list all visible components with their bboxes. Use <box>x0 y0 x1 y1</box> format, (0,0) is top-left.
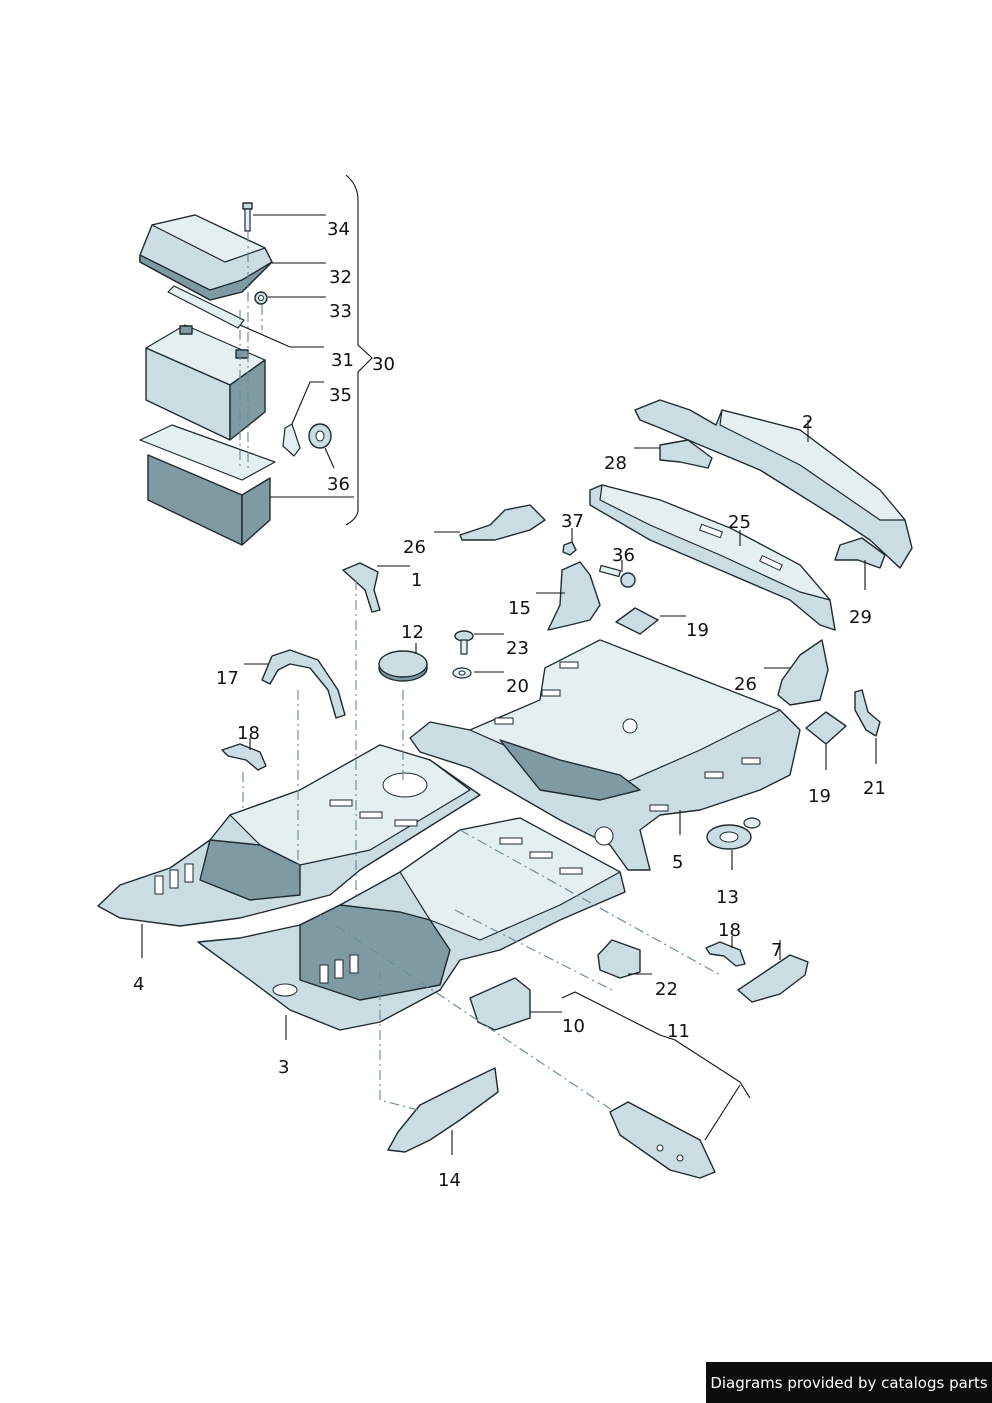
nut-33[interactable] <box>254 291 268 305</box>
credit-banner: Diagrams provided by catalogs parts <box>706 1362 992 1403</box>
callout-5: 5 <box>672 852 683 873</box>
callout-18-right: 18 <box>718 920 741 941</box>
hold-down-strip-31[interactable] <box>167 285 245 329</box>
bracket-1[interactable] <box>342 562 381 613</box>
clip-18-right[interactable] <box>705 941 746 967</box>
callout-31: 31 <box>331 350 354 371</box>
member-14[interactable] <box>387 1067 499 1153</box>
rear-panel-25[interactable] <box>589 484 836 631</box>
battery-31[interactable] <box>145 324 266 441</box>
battery-tray-36[interactable] <box>139 424 276 546</box>
callout-19-upper: 19 <box>686 620 709 641</box>
callout-36-bolt: 36 <box>612 545 635 566</box>
callout-7: 7 <box>771 940 782 961</box>
floor-4-ribs <box>154 799 418 895</box>
strap-17[interactable] <box>261 649 346 719</box>
plug-12[interactable] <box>378 650 428 682</box>
vent-hose-35[interactable] <box>282 423 301 457</box>
plate-19-upper[interactable] <box>615 607 659 635</box>
callout-32: 32 <box>329 267 352 288</box>
screw-23[interactable] <box>454 630 474 655</box>
floor-3-ribs <box>319 837 583 984</box>
callout-1: 1 <box>411 570 422 591</box>
callout-26-lower: 26 <box>734 674 757 695</box>
callout-37: 37 <box>561 511 584 532</box>
callout-35: 35 <box>329 385 352 406</box>
washer-20[interactable] <box>452 667 472 679</box>
clip-18-left[interactable] <box>221 743 267 771</box>
rear-crossmember-2[interactable] <box>634 399 913 569</box>
battery-cover-32[interactable] <box>139 214 273 301</box>
callout-3: 3 <box>278 1057 289 1078</box>
nut-37[interactable] <box>562 541 577 556</box>
floor-pan-3[interactable] <box>197 817 626 1031</box>
grommet-13[interactable] <box>706 817 761 850</box>
rear-floor-5[interactable] <box>409 639 801 871</box>
bracket-26-upper[interactable] <box>459 504 546 541</box>
callout-30: 30 <box>372 354 395 375</box>
bracket-22[interactable] <box>597 939 641 979</box>
callout-15: 15 <box>508 598 531 619</box>
callout-2: 2 <box>802 412 813 433</box>
callout-14: 14 <box>438 1170 461 1191</box>
plate-19-lower[interactable] <box>805 711 847 745</box>
floor-pan-4[interactable] <box>97 744 481 927</box>
bracket-21[interactable] <box>854 689 881 737</box>
bracket-7[interactable] <box>737 954 809 1003</box>
bracket-26-lower[interactable] <box>777 639 829 706</box>
callout-20: 20 <box>506 676 529 697</box>
callout-4: 4 <box>133 974 144 995</box>
bracket-29[interactable] <box>834 537 886 569</box>
callout-28: 28 <box>604 453 627 474</box>
callout-26-upper: 26 <box>403 537 426 558</box>
callout-22: 22 <box>655 979 678 1000</box>
callout-33: 33 <box>329 301 352 322</box>
callout-29: 29 <box>849 607 872 628</box>
callout-12: 12 <box>401 622 424 643</box>
callout-36-tray: 36 <box>327 474 350 495</box>
callout-19-lower: 19 <box>808 786 831 807</box>
callout-10: 10 <box>562 1016 585 1037</box>
callout-13: 13 <box>716 887 739 908</box>
callout-11: 11 <box>667 1021 690 1042</box>
rear-floor-ribs <box>494 661 761 812</box>
bolt-36[interactable] <box>598 564 636 588</box>
callout-23: 23 <box>506 638 529 659</box>
callout-21: 21 <box>863 778 886 799</box>
callout-17: 17 <box>216 668 239 689</box>
bolt-34[interactable] <box>242 202 253 232</box>
bracket-28[interactable] <box>659 439 713 469</box>
callout-18-left: 18 <box>237 723 260 744</box>
bracket-10[interactable] <box>469 977 531 1031</box>
member-11[interactable] <box>609 1101 716 1179</box>
callout-25: 25 <box>728 512 751 533</box>
callout-34: 34 <box>327 219 350 240</box>
grommet-36[interactable] <box>308 423 332 449</box>
bracket-15[interactable] <box>547 561 601 631</box>
battery-group: 34 32 33 31 30 35 36 <box>139 174 395 546</box>
